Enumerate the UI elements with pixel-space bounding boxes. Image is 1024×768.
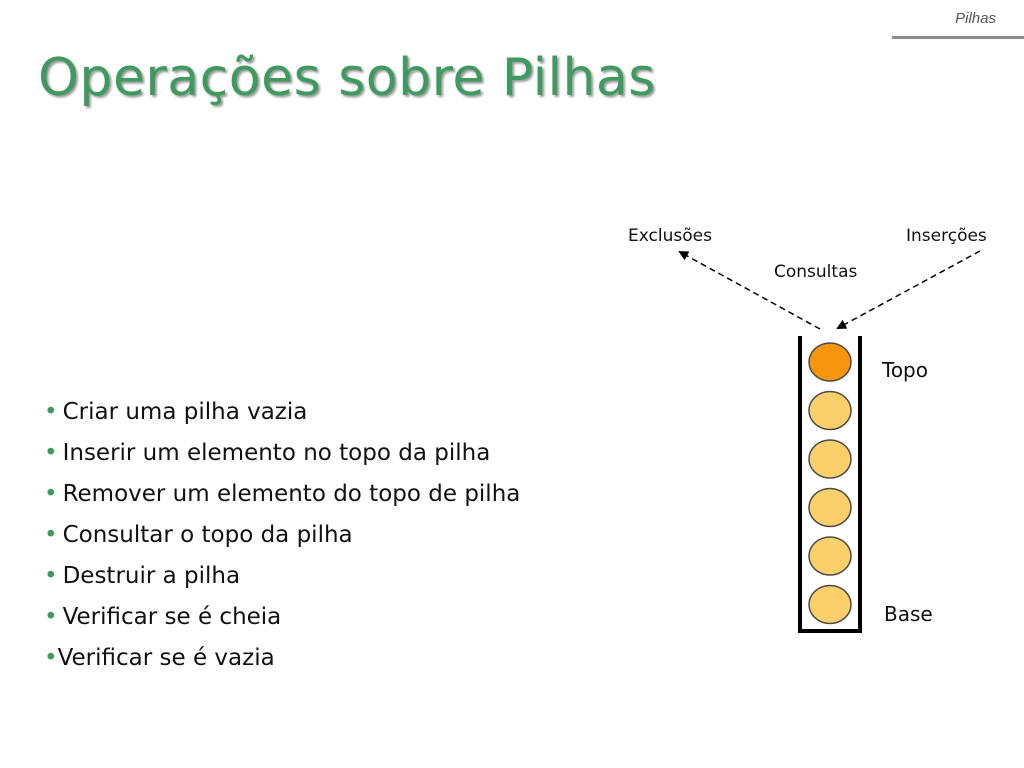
top-label: Topo <box>882 358 928 382</box>
list-item: •Consultar o topo da pilha <box>44 515 520 556</box>
bullet-mark: • <box>44 563 58 589</box>
list-item-text: Verificar se é vazia <box>57 645 275 671</box>
consults-label: Consultas <box>774 262 858 282</box>
bullet-mark: • <box>44 399 58 425</box>
stack-elements <box>808 342 852 625</box>
list-item: •Inserir um elemento no topo da pilha <box>44 433 520 474</box>
list-item: •Verificar se é vazia <box>44 638 520 679</box>
list-item: •Remover um elemento do topo de pilha <box>44 474 520 515</box>
exclusions-label: Exclusões <box>628 226 712 246</box>
stack-element <box>808 487 852 528</box>
list-item: •Destruir a pilha <box>44 556 520 597</box>
insertion-arrow <box>836 250 981 329</box>
bullet-mark: • <box>44 440 58 466</box>
list-item-text: Inserir um elemento no topo da pilha <box>62 440 491 466</box>
list-item: •Criar uma pilha vazia <box>44 392 520 433</box>
stack-element <box>808 439 852 479</box>
slide-title: Operações sobre Pilhas <box>38 48 656 108</box>
list-item-text: Criar uma pilha vazia <box>62 399 308 425</box>
header-rule <box>892 36 1024 39</box>
base-label: Base <box>884 602 933 626</box>
exclusion-arrow <box>678 251 821 330</box>
insertions-label: Inserções <box>906 226 987 246</box>
operations-list: •Criar uma pilha vazia •Inserir um eleme… <box>44 392 520 679</box>
stack-top-element <box>808 342 852 382</box>
bullet-mark: • <box>44 481 58 507</box>
list-item-text: Remover um elemento do topo de pilha <box>62 481 521 507</box>
bullet-mark: • <box>44 522 58 548</box>
stack-element <box>808 536 852 576</box>
bullet-mark: • <box>44 645 58 671</box>
list-item-text: Consultar o topo da pilha <box>62 522 353 548</box>
stack-element <box>808 390 852 431</box>
header-section-tag: Pilhas <box>955 10 996 27</box>
list-item-text: Verificar se é cheia <box>62 604 282 630</box>
bullet-mark: • <box>44 604 58 630</box>
stack-element <box>808 584 852 625</box>
list-item-text: Destruir a pilha <box>62 563 241 589</box>
list-item: •Verificar se é cheia <box>44 597 520 638</box>
